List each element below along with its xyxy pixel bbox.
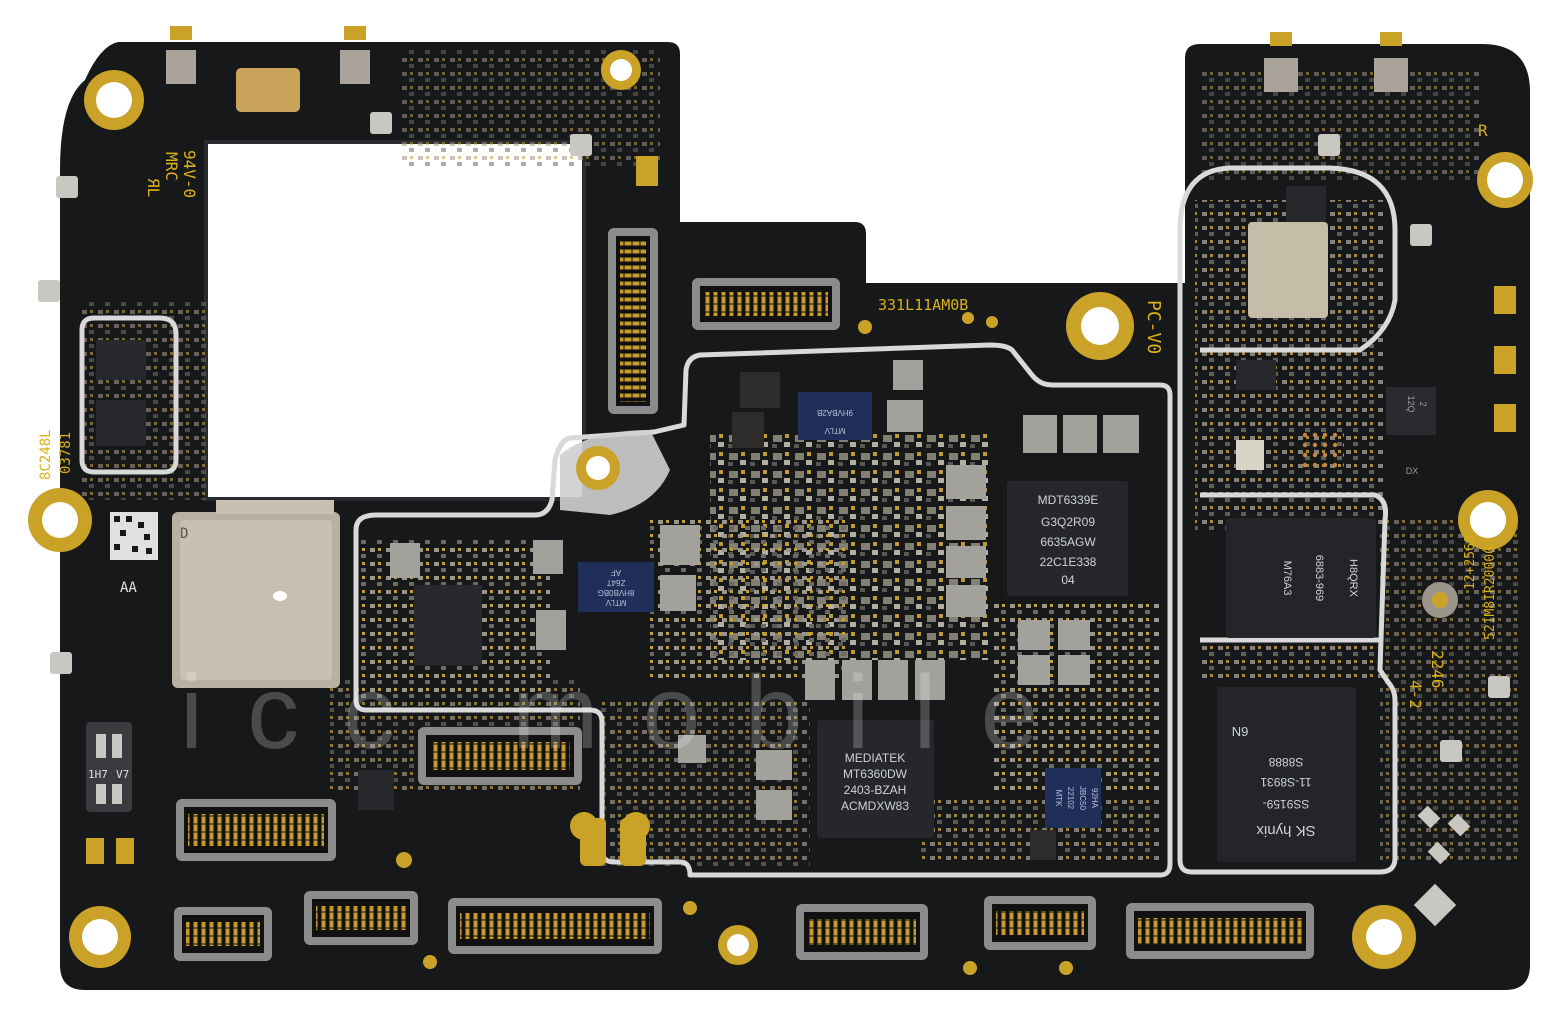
pmic-line-4: ACMDXW83 bbox=[841, 799, 909, 813]
nand-flash-chip bbox=[1217, 687, 1356, 862]
mounting-holes bbox=[28, 50, 1533, 969]
label-521m: 521M8IR20000 bbox=[1483, 546, 1498, 640]
board-to-board-connectors bbox=[174, 228, 1314, 961]
dram-line-3: M76A3 bbox=[1281, 561, 1293, 596]
label-4-2: 4-2 bbox=[1406, 680, 1425, 709]
mtk-small-line-4: 92HA bbox=[1090, 788, 1099, 809]
rf-transceiver-chip bbox=[1007, 481, 1128, 596]
label-mrc: MRC bbox=[162, 152, 181, 181]
metal-shield-can bbox=[172, 500, 340, 688]
inductor-array bbox=[390, 360, 1139, 820]
mtk-small-line-1: MTK bbox=[1054, 790, 1063, 808]
rf-line-2: G3Q2R09 bbox=[1041, 515, 1095, 529]
mdl2-small-line-3: Z64T bbox=[607, 578, 626, 587]
pmic-line-3: 2403-BZAH bbox=[844, 783, 907, 797]
mdl-small-line-1: MTLV bbox=[824, 426, 845, 435]
label-12-2560: 12+2560 bbox=[1463, 535, 1478, 590]
nand-line-1: N9 bbox=[1232, 724, 1249, 739]
dram-chip bbox=[1226, 518, 1376, 638]
label-03781: 03781 bbox=[58, 432, 74, 474]
datamatrix-code bbox=[110, 512, 158, 560]
label-8c248l: 8C248L bbox=[38, 429, 54, 480]
label-1h7: 1H7 bbox=[88, 768, 108, 781]
mdl2-small-line-1: MTLV bbox=[605, 598, 626, 607]
mdl2-small-line-4: AF bbox=[611, 568, 621, 577]
label-v7: V7 bbox=[116, 768, 129, 781]
label-part-number: 331L11AM0B bbox=[878, 296, 968, 314]
label-d: D bbox=[180, 526, 188, 542]
label-ul: ЯL bbox=[144, 178, 163, 197]
dram-line-1: H8QRX bbox=[1347, 559, 1359, 598]
label-94v0: 94V-0 bbox=[180, 150, 199, 198]
shield-frames bbox=[79, 165, 1398, 878]
dram-line-2: 6883-969 bbox=[1313, 555, 1325, 602]
mdl-small-line-2: 9HVBA2B bbox=[817, 408, 853, 417]
nand-line-3: 11-S8931 bbox=[1260, 775, 1311, 789]
pmic-line-1: MEDIATEK bbox=[845, 751, 905, 765]
nand-line-2: S8888 bbox=[1268, 755, 1303, 769]
mtk-small-line-2: 22102 bbox=[1066, 787, 1075, 810]
label-aa: AA bbox=[120, 580, 137, 596]
rf-line-1: MDT6339E bbox=[1038, 493, 1099, 507]
camera-cutout bbox=[206, 142, 584, 499]
rf-coax-connectors bbox=[38, 112, 1510, 762]
watermark: icc mobile bbox=[180, 655, 1082, 771]
crystal-line-2: 2 bbox=[1418, 401, 1428, 406]
crystal-line-1: 12Q bbox=[1406, 395, 1416, 412]
rf-line-3: 6635AGW bbox=[1040, 535, 1096, 549]
mdl2-small-line-2: 8HVB0BG bbox=[598, 588, 635, 597]
label-2246: 2246 bbox=[1428, 650, 1447, 689]
crystal-line-3: DX bbox=[1406, 466, 1419, 476]
nand-line-4: SS9159- bbox=[1263, 797, 1310, 811]
pmic-line-2: MT6360DW bbox=[843, 767, 908, 781]
rf-line-5: 04 bbox=[1061, 573, 1075, 587]
nand-line-5: SK hynix bbox=[1256, 822, 1316, 839]
pmic-chip bbox=[817, 720, 934, 838]
label-pc-version: PC-V0 bbox=[1143, 300, 1164, 354]
label-r: R bbox=[1478, 121, 1488, 140]
mtk-small-line-3: JBC50 bbox=[1078, 786, 1087, 811]
rf-line-4: 22C1E338 bbox=[1040, 555, 1097, 569]
